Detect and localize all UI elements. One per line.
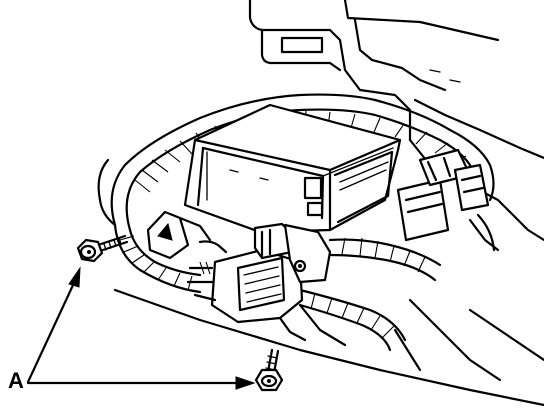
left-bracket xyxy=(146,210,212,260)
callout-leader-lines xyxy=(26,266,256,390)
bolt-a-bottom xyxy=(254,348,284,392)
right-connectors xyxy=(396,148,500,252)
dashboard-bracket xyxy=(248,0,544,242)
center-connector xyxy=(186,222,347,347)
callout-label-a: A xyxy=(8,368,24,393)
floor-panel xyxy=(97,158,544,407)
srs-unit-box xyxy=(183,103,402,234)
wire-harness-loop xyxy=(110,93,495,294)
bolt-a-left xyxy=(76,234,129,263)
wire-harness-right xyxy=(298,237,442,352)
